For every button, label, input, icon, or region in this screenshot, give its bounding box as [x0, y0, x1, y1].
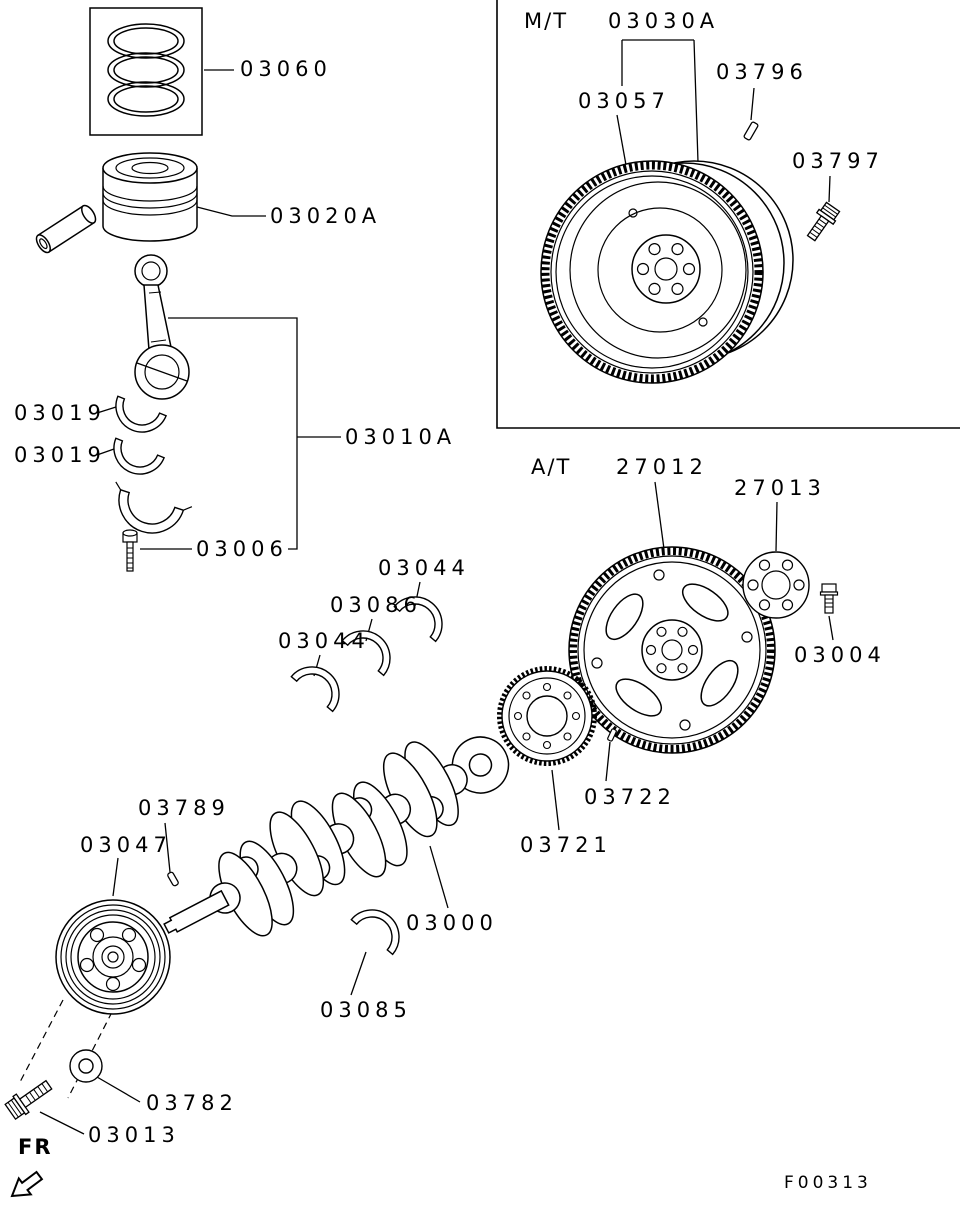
leader-lines: [39, 39, 834, 1135]
fr-direction-arrow: [10, 1170, 44, 1198]
part-label-connecting-rod: 03010A: [345, 425, 457, 449]
part-label-rod-bolt: 03006: [196, 537, 288, 561]
ring-gear-teeth: [541, 161, 763, 383]
drive-plate: [568, 546, 776, 754]
part-label-flywheel-assembly: 03030A: [608, 9, 720, 33]
drive-plate-bolt: [819, 583, 839, 614]
main-bearing-c: [290, 666, 340, 713]
front-marker-label: FR: [18, 1135, 53, 1159]
connecting-rod: [134, 254, 190, 400]
part-label-adapter-plate: 27013: [734, 476, 826, 500]
main-bearing-lower: [350, 909, 400, 956]
piston: [102, 152, 198, 242]
part-label-rod-bearing-lower: 03019: [14, 443, 106, 467]
part-label-piston-assembly: 03020A: [270, 204, 382, 228]
pulley-bolt: [4, 1079, 53, 1121]
section-divider: [496, 0, 960, 429]
part-label-crankshaft: 03000: [406, 911, 498, 935]
crankshaft: [163, 736, 510, 937]
drive-plate-teeth: [569, 547, 775, 753]
main-bearing-a: [393, 596, 443, 643]
part-label-main-bearing-b: 03086: [330, 593, 422, 617]
sensing-blade-teeth: [497, 666, 597, 766]
flywheel-pin: [743, 121, 759, 141]
rod-bearing-lower: [113, 437, 166, 475]
section-label-at: A/T: [531, 455, 572, 479]
part-label-ring-gear: 03057: [578, 89, 670, 113]
part-label-main-bearing-a: 03044: [378, 556, 470, 580]
part-label-sensing-blade: 03721: [520, 833, 612, 857]
adapter-plate: [742, 551, 810, 619]
part-label-crank-position-pin: 03722: [584, 785, 676, 809]
assembly-axis-lines: [19, 999, 113, 1099]
part-label-rod-bearing-upper: 03019: [14, 401, 106, 425]
part-label-pulley-washer: 03782: [146, 1091, 238, 1115]
part-label-crank-key: 03789: [138, 796, 230, 820]
crank-key: [167, 871, 179, 887]
crank-position-pin: [607, 728, 617, 742]
part-label-drive-plate-bolt: 03004: [794, 643, 886, 667]
flywheel-mt: [540, 160, 794, 384]
figure-code: F00313: [784, 1173, 872, 1193]
part-label-crank-pulley: 03047: [80, 833, 172, 857]
crank-pulley: [55, 899, 171, 1015]
rod-bearing-upper: [115, 395, 168, 433]
part-label-flywheel-bolt: 03797: [792, 149, 884, 173]
part-label-flywheel-pin: 03796: [716, 60, 808, 84]
piston-pin: [35, 204, 97, 254]
rod-bolt: [122, 529, 138, 572]
part-label-piston-ring-set: 03060: [240, 57, 332, 81]
rod-cap: [115, 481, 193, 534]
part-label-pulley-bolt: 03013: [88, 1123, 180, 1147]
section-label-mt: M/T: [524, 9, 569, 33]
main-bearing-b: [341, 630, 391, 677]
pulley-washer: [69, 1049, 103, 1083]
part-label-main-bearing-lower: 03085: [320, 998, 412, 1022]
sensing-blade: [497, 666, 597, 766]
part-label-drive-plate: 27012: [616, 455, 708, 479]
piston-ring-set: [89, 7, 203, 136]
part-label-main-bearing-c: 03044: [278, 629, 370, 653]
flywheel-bolt: [806, 201, 841, 242]
